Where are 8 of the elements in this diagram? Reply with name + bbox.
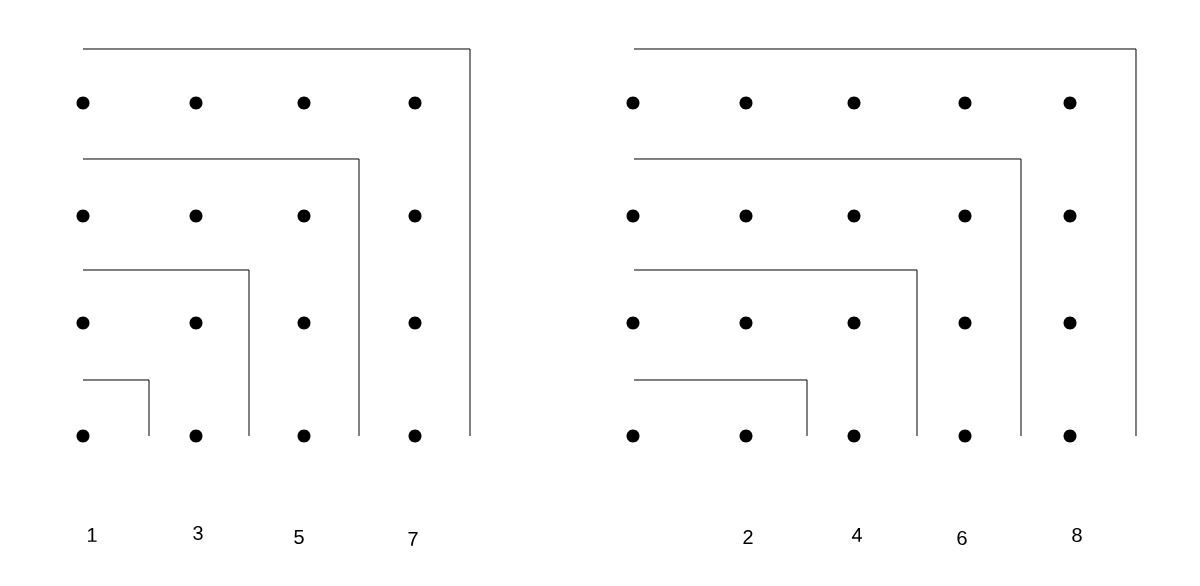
number-label: 7 (408, 532, 418, 546)
number-label: 8 (1072, 527, 1082, 543)
number-label: 4 (851, 528, 862, 542)
number-label: 6 (957, 530, 967, 546)
number-label: 2 (743, 530, 753, 544)
number-label: 3 (193, 525, 203, 541)
number-label: 5 (294, 530, 304, 544)
number-label: 1 (87, 528, 97, 542)
